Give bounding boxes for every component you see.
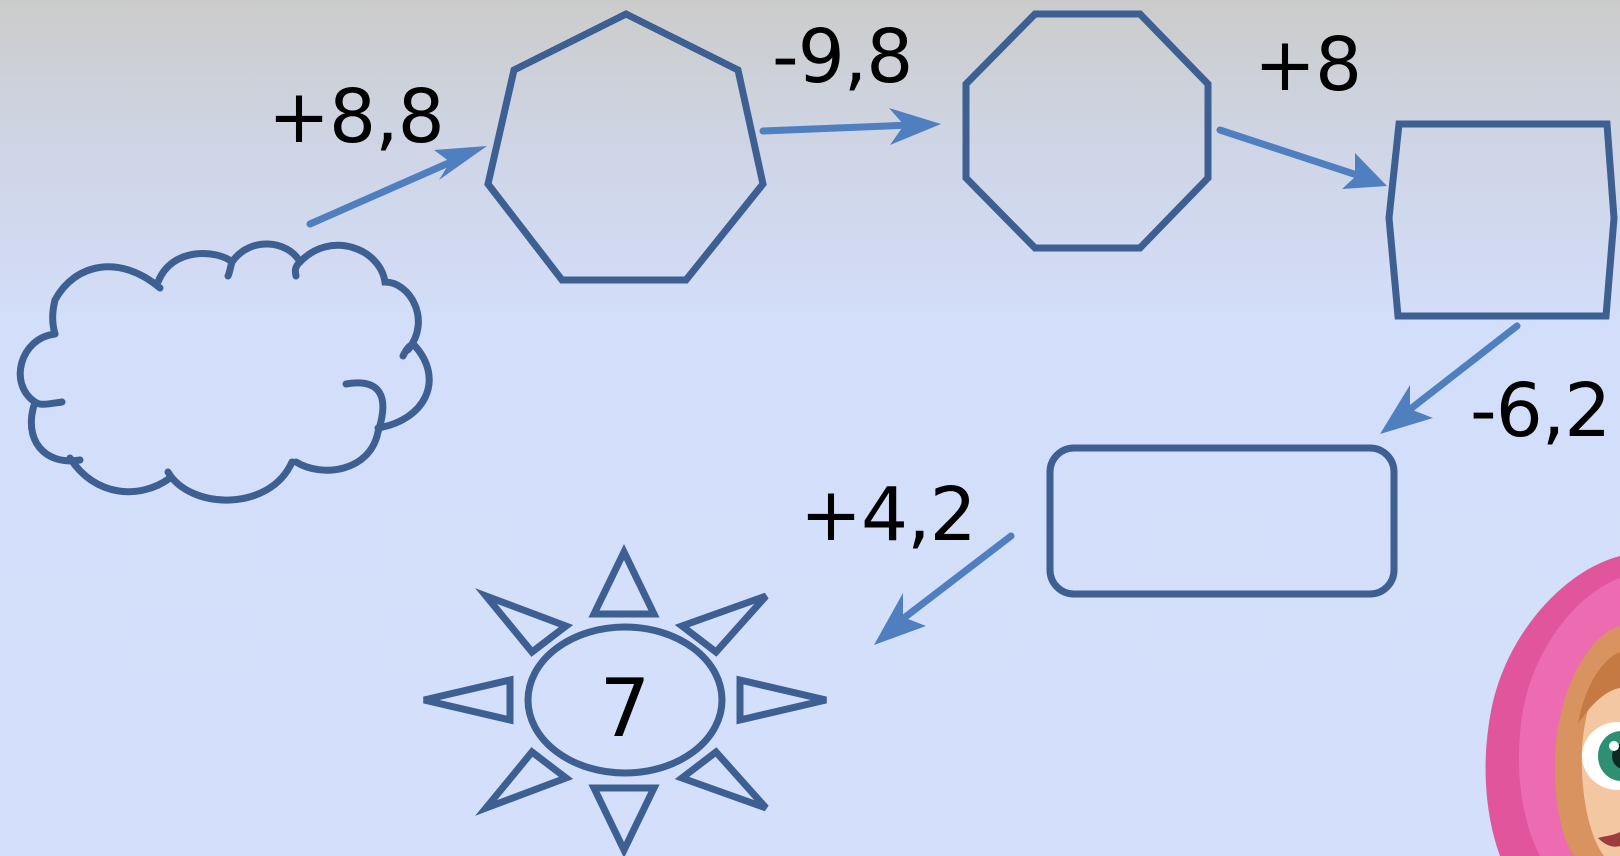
arrow-heptagon-to-octagon — [759, 108, 941, 145]
sun-result-shape — [423, 543, 827, 856]
step-4-operation-label: -6,2 — [1470, 368, 1611, 454]
step-5-operation-label: +4,2 — [800, 472, 977, 558]
step-3-operation-label: +8 — [1254, 22, 1362, 108]
start-cloud-shape — [16, 240, 433, 504]
result-value: 7 — [599, 662, 651, 755]
step-2-operation-label: -9,8 — [772, 14, 913, 100]
arrow-rectangle-to-sun — [874, 532, 1015, 645]
arrow-hexagon-to-rectangle — [1380, 322, 1521, 434]
rounded-rectangle-shape — [1046, 444, 1398, 598]
arrow-octagon-to-hexagon — [1216, 126, 1387, 189]
heptagon-shape — [484, 10, 767, 284]
arrow-cloud-to-heptagon — [306, 146, 487, 228]
cartoon-girl-illustration — [1485, 556, 1620, 856]
hexagon-shape — [1385, 120, 1618, 320]
octagon-shape — [962, 10, 1212, 252]
step-1-operation-label: +8,8 — [268, 74, 445, 160]
